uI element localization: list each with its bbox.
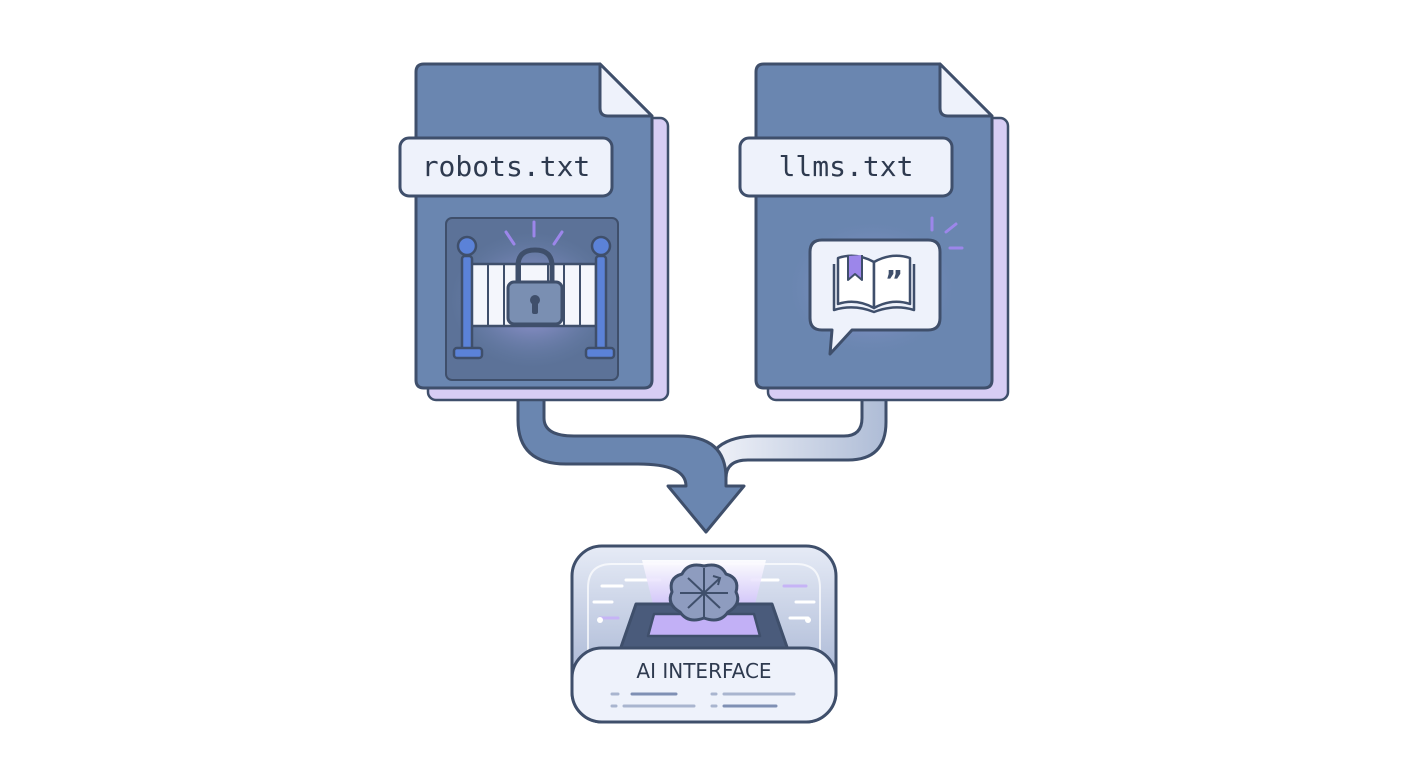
book-speech-bubble-icon: ” (808, 216, 964, 356)
brain-icon (668, 563, 740, 622)
connector-arrows (516, 390, 888, 534)
doc-fold-corner (598, 62, 654, 118)
filename-label-box (398, 136, 614, 198)
gate-lock-icon (452, 220, 616, 360)
quote-icon: ” (885, 264, 903, 297)
llms-txt-document: llms.txt ” (738, 62, 1010, 402)
llms-filename: llms.txt (779, 150, 914, 183)
ai-interface-device: AI INTERFACE (570, 544, 838, 724)
robots-connector (516, 390, 746, 534)
interface-label: AI INTERFACE (636, 659, 771, 683)
placeholder-lines (610, 692, 796, 708)
robots-filename: robots.txt (422, 150, 591, 183)
filename-label-box (738, 136, 954, 198)
interface-label-panel (570, 646, 838, 724)
robots-txt-document: robots.txt (398, 62, 670, 402)
doc-fold-corner (938, 62, 994, 118)
llms-connector (704, 390, 888, 488)
